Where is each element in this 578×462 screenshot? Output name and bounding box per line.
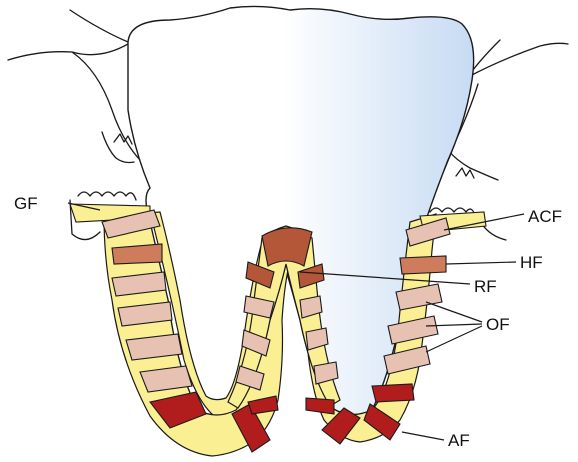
fiber-rf-apex bbox=[262, 228, 312, 266]
label-af: AF bbox=[448, 431, 470, 450]
fiber-hf-right bbox=[400, 256, 446, 274]
fiber-hf-left bbox=[112, 244, 162, 264]
label-rf: RF bbox=[474, 277, 497, 296]
label-of: OF bbox=[486, 315, 510, 334]
label-hf: HF bbox=[520, 253, 543, 272]
label-acf: ACF bbox=[528, 207, 562, 226]
label-gf: GF bbox=[14, 194, 38, 213]
